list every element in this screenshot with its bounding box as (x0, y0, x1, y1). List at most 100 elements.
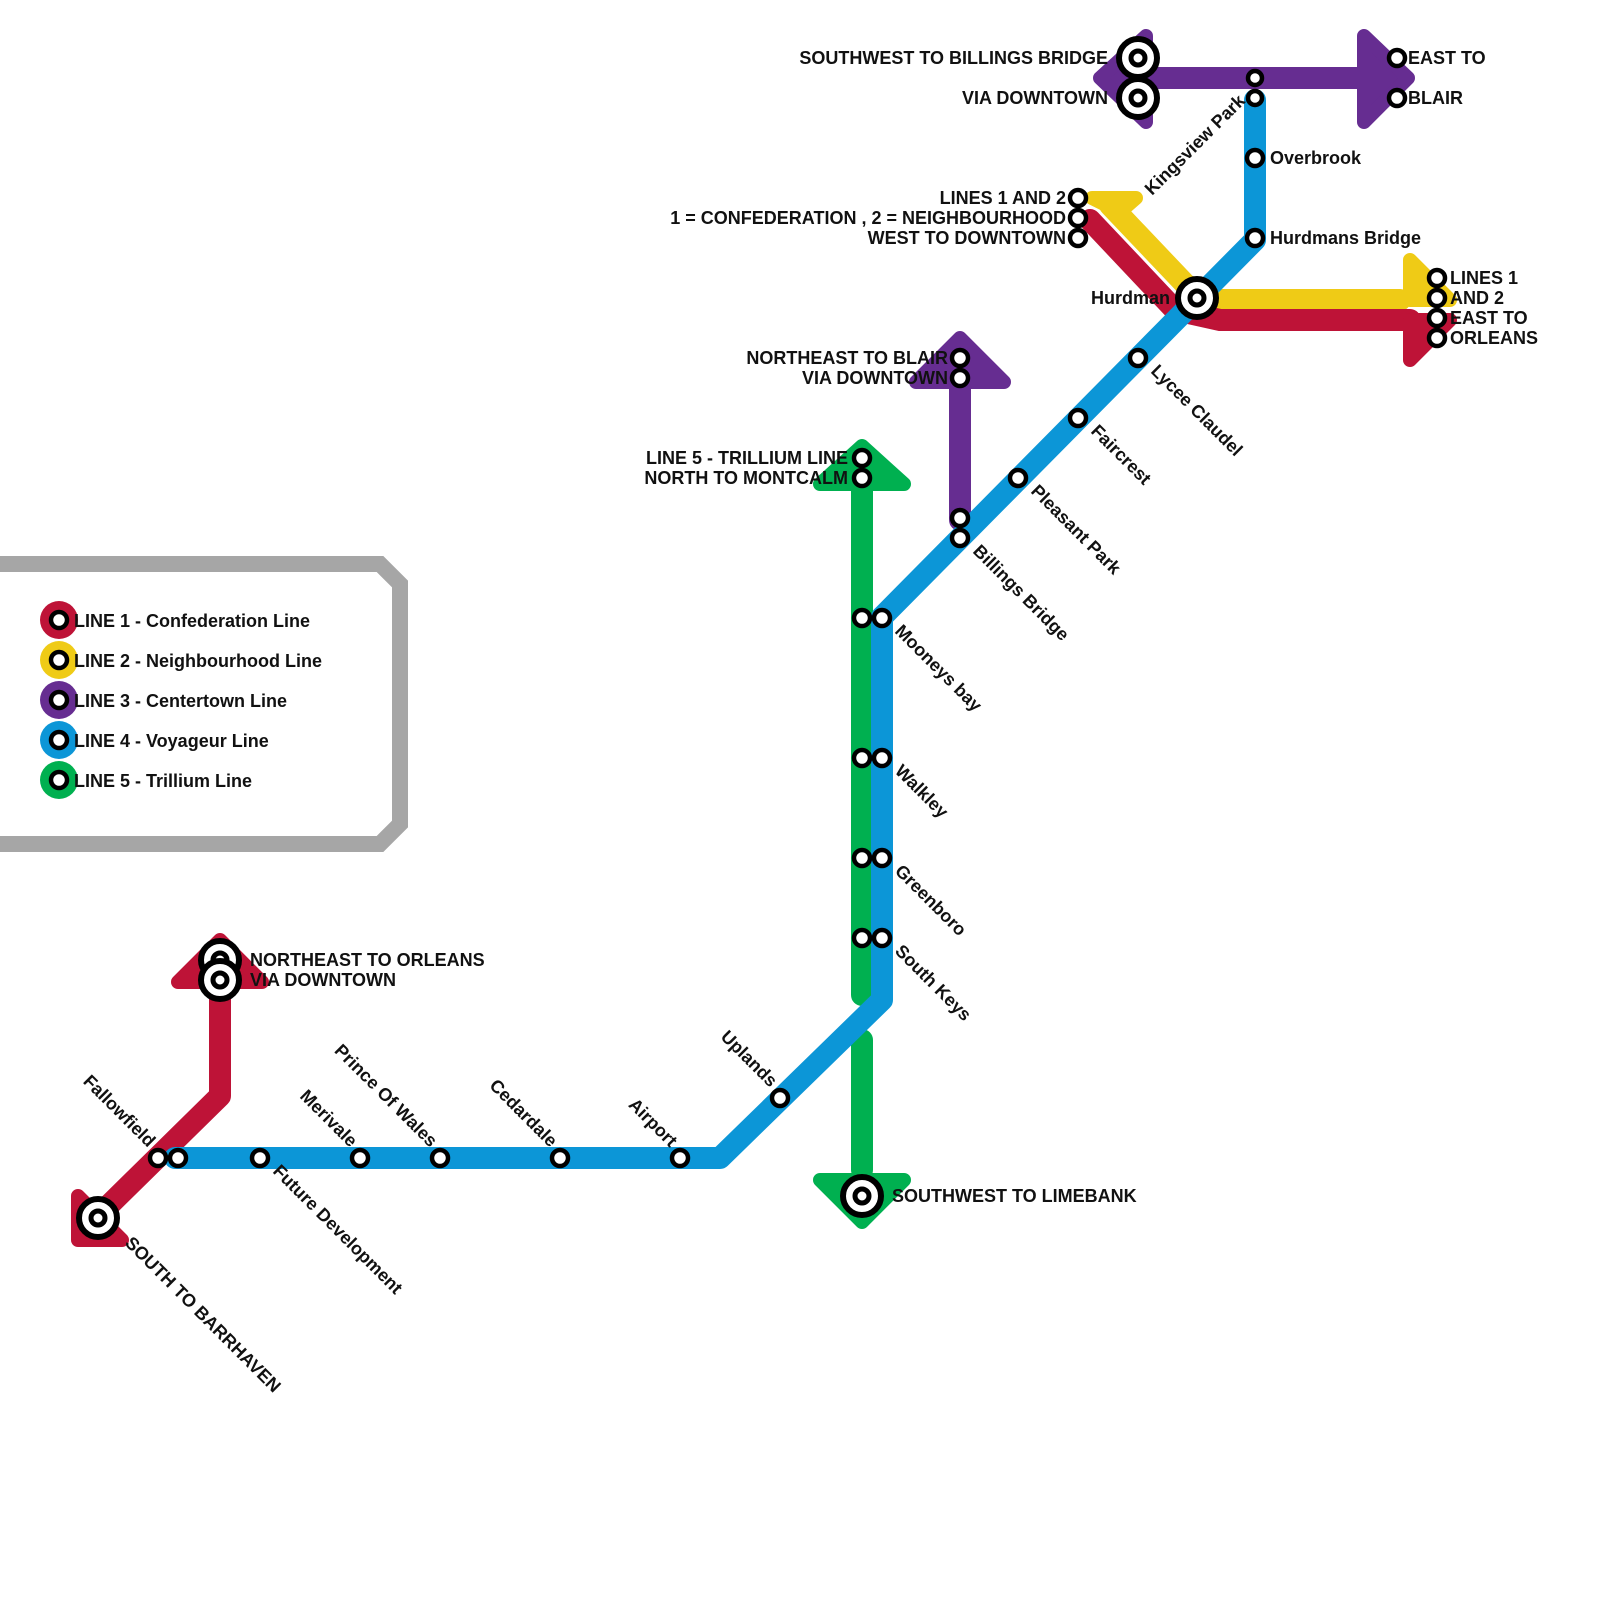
terminal-label: WEST TO DOWNTOWN (868, 228, 1066, 248)
station-icon (1067, 207, 1089, 229)
station-icon (851, 467, 873, 489)
station-icon (349, 1147, 371, 1169)
station-lycee-claudel[interactable]: Lycee Claudel (1127, 347, 1246, 460)
terminal-line5-south[interactable]: SOUTHWEST TO LIMEBANK (840, 1174, 1137, 1218)
station-label: Lycee Claudel (1147, 361, 1246, 460)
terminal-label: NORTHEAST TO BLAIR (746, 348, 948, 368)
terminal-label: SOUTHWEST TO LIMEBANK (892, 1186, 1137, 1206)
station-icon (48, 729, 70, 751)
station-kingsview-park[interactable]: Kingsview Park (1141, 68, 1265, 199)
legend-label: LINE 5 - Trillium Line (74, 771, 252, 791)
legend-item-line4: LINE 4 - Voyageur Line (40, 721, 269, 759)
station-label: Cedardale (486, 1075, 562, 1151)
station-icon (1386, 87, 1408, 109)
terminal-lines12-west[interactable]: LINES 1 AND 2 1 = CONFEDERATION , 2 = NE… (670, 187, 1089, 249)
station-icon (871, 607, 893, 629)
line3-east-arrow-icon (1357, 29, 1415, 129)
line1-segment (87, 974, 231, 1227)
terminal-line5-north[interactable]: LINE 5 - TRILLIUM LINE NORTH TO MONTCALM (644, 447, 873, 489)
terminal-icon (88, 1208, 108, 1228)
terminal-label: VIA DOWNTOWN (962, 88, 1108, 108)
station-icon (1127, 347, 1149, 369)
terminal-icon (1128, 88, 1148, 108)
terminal-label: NORTHEAST TO ORLEANS (250, 950, 485, 970)
legend-label: LINE 2 - Neighbourhood Line (74, 651, 322, 671)
terminal-label: SOUTH TO BARRHAVEN (121, 1233, 285, 1397)
station-icon (871, 927, 893, 949)
terminal-line1-south[interactable]: SOUTH TO BARRHAVEN (76, 1196, 285, 1397)
terminal-line3-west[interactable]: SOUTHWEST TO BILLINGS BRIDGE VIA DOWNTOW… (799, 36, 1160, 120)
station-icon (1244, 147, 1266, 169)
station-pleasant-park[interactable]: Pleasant Park (1007, 467, 1126, 579)
legend-item-line5: LINE 5 - Trillium Line (40, 761, 252, 799)
station-label: Pleasant Park (1027, 481, 1125, 579)
station-icon (949, 347, 971, 369)
station-fallowfield[interactable]: Fallowfield (79, 1071, 189, 1169)
terminal-label: BLAIR (1408, 88, 1463, 108)
station-hurdman[interactable]: Hurdman (1091, 276, 1219, 320)
terminal-label: LINES 1 (1450, 268, 1518, 288)
terminal-icon (210, 970, 230, 990)
station-icon (1426, 307, 1448, 329)
station-icon (48, 649, 70, 671)
station-icon (851, 747, 873, 769)
station-icon (1007, 467, 1029, 489)
station-icon (769, 1087, 791, 1109)
station-icon (1067, 407, 1089, 429)
station-uplands[interactable]: Uplands (717, 1026, 791, 1109)
terminal-label: EAST TO (1450, 308, 1528, 328)
station-icon (549, 1147, 571, 1169)
terminal-line3-south[interactable]: NORTHEAST TO BLAIR VIA DOWNTOWN (746, 347, 971, 389)
station-icon (1426, 327, 1448, 349)
station-faircrest[interactable]: Faircrest (1067, 407, 1155, 489)
station-icon (1244, 227, 1266, 249)
terminal-label: LINES 1 AND 2 (940, 188, 1066, 208)
station-icon (851, 607, 873, 629)
station-icon (147, 1147, 169, 1169)
station-icon (48, 689, 70, 711)
terminal-line3-east[interactable]: EAST TO BLAIR (1386, 47, 1486, 109)
station-icon (871, 847, 893, 869)
station-label: Billings Bridge (969, 541, 1073, 645)
station-icon (871, 747, 893, 769)
terminal-lines12-east[interactable]: LINES 1 AND 2 EAST TO ORLEANS (1426, 267, 1538, 349)
station-icon (949, 367, 971, 389)
legend-item-line2: LINE 2 - Neighbourhood Line (40, 641, 322, 679)
terminal-line1-north[interactable]: NORTHEAST TO ORLEANS VIA DOWNTOWN (198, 938, 485, 1002)
station-icon (1426, 287, 1448, 309)
station-label: Airport (625, 1094, 682, 1151)
terminal-icon (852, 1186, 872, 1206)
station-icon (851, 847, 873, 869)
station-icon (949, 527, 971, 549)
legend-frame (0, 556, 408, 852)
station-overbrook[interactable]: Overbrook (1244, 147, 1362, 169)
station-icon (1426, 267, 1448, 289)
station-future-development[interactable]: Future Development (249, 1147, 406, 1298)
terminal-label: VIA DOWNTOWN (250, 970, 396, 990)
station-icon (949, 507, 971, 529)
station-icon (48, 769, 70, 791)
station-hurdmans-bridge[interactable]: Hurdmans Bridge (1244, 227, 1421, 249)
legend-label: LINE 3 - Centertown Line (74, 691, 287, 711)
station-icon (48, 609, 70, 631)
station-icon (249, 1147, 271, 1169)
terminal-label: 1 = CONFEDERATION , 2 = NEIGHBOURHOOD (670, 208, 1066, 228)
terminal-icon (1128, 48, 1148, 68)
station-label: Hurdman (1091, 288, 1170, 308)
interchange-icon (1187, 288, 1207, 308)
station-label: Faircrest (1087, 421, 1155, 489)
terminal-label: ORLEANS (1450, 328, 1538, 348)
legend-label: LINE 1 - Confederation Line (74, 611, 310, 631)
terminal-label: NORTH TO MONTCALM (644, 468, 848, 488)
station-icon (1067, 227, 1089, 249)
station-label: Uplands (717, 1026, 781, 1090)
line4-segment (164, 89, 1266, 1169)
terminal-label: AND 2 (1450, 288, 1504, 308)
legend-label: LINE 4 - Voyageur Line (74, 731, 269, 751)
station-icon (429, 1147, 451, 1169)
station-icon (1245, 68, 1265, 88)
terminal-label: LINE 5 - TRILLIUM LINE (646, 448, 848, 468)
station-label: Future Development (269, 1161, 406, 1298)
station-label: Walkley (891, 761, 952, 822)
